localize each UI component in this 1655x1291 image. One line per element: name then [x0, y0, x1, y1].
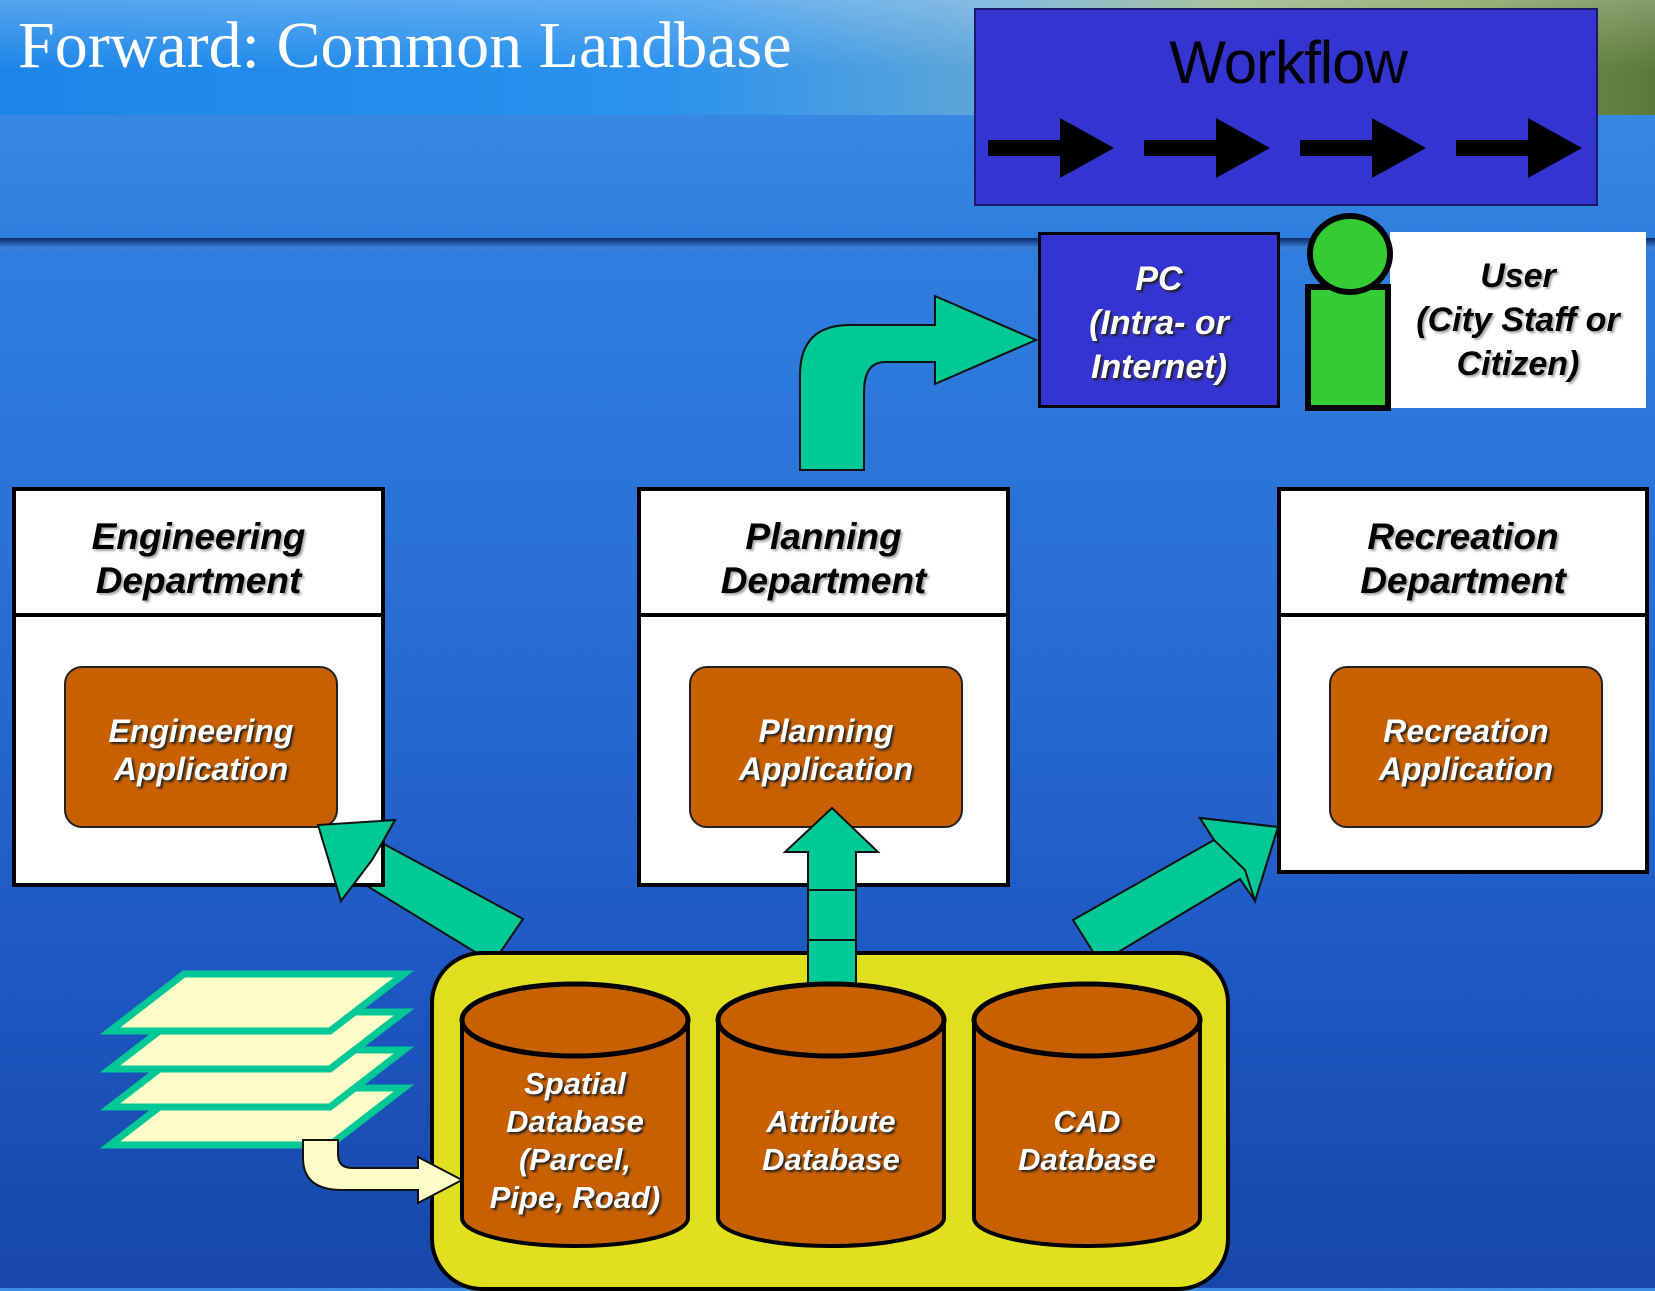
pc-label: PC (Intra- or Internet)	[1089, 260, 1229, 386]
application-label: Engineering Application	[108, 713, 294, 787]
page-title: Forward: Common Landbase	[18, 9, 792, 82]
workflow-box: Workflow	[974, 8, 1598, 206]
user-box: User (City Staff or Citizen)	[1390, 232, 1646, 408]
workflow-arrow-icon	[988, 118, 1114, 178]
cad-database-label: CAD Database	[1018, 1104, 1156, 1177]
application-label: Recreation Application	[1378, 713, 1554, 787]
workflow-arrow-icon	[1300, 118, 1426, 178]
arrow-to-recreation	[1071, 816, 1280, 965]
recreation-application-box: Recreation Application	[1329, 666, 1603, 828]
engineering-application-box: Engineering Application	[64, 666, 338, 828]
department-header: Planning Department	[641, 491, 1006, 617]
user-label: User (City Staff or Citizen)	[1416, 257, 1620, 383]
department-header: Recreation Department	[1281, 491, 1645, 617]
arrow-planning-to-pc	[799, 294, 1039, 471]
recreation-department-box: Recreation Department Recreation Applica…	[1277, 487, 1649, 874]
department-title: Engineering Department	[91, 516, 306, 601]
department-header: Engineering Department	[16, 491, 381, 617]
engineering-department-box: Engineering Department Engineering Appli…	[12, 487, 385, 887]
department-title: Recreation Department	[1360, 516, 1566, 601]
application-label: Planning Application	[738, 713, 914, 787]
planning-application-box: Planning Application	[689, 666, 963, 828]
map-layers-icon	[99, 970, 415, 1149]
workflow-arrow-icon	[1144, 118, 1270, 178]
attribute-database-label: Attribute Database	[762, 1104, 900, 1177]
planning-department-box: Planning Department Planning Application	[637, 487, 1010, 887]
workflow-title: Workflow	[1169, 29, 1408, 96]
workflow-arrow-icon	[1456, 118, 1582, 178]
department-title: Planning Department	[720, 516, 927, 601]
spatial-database-label: Spatial Database (Parcel, Pipe, Road)	[489, 1066, 661, 1215]
pc-box: PC (Intra- or Internet)	[1038, 232, 1280, 408]
